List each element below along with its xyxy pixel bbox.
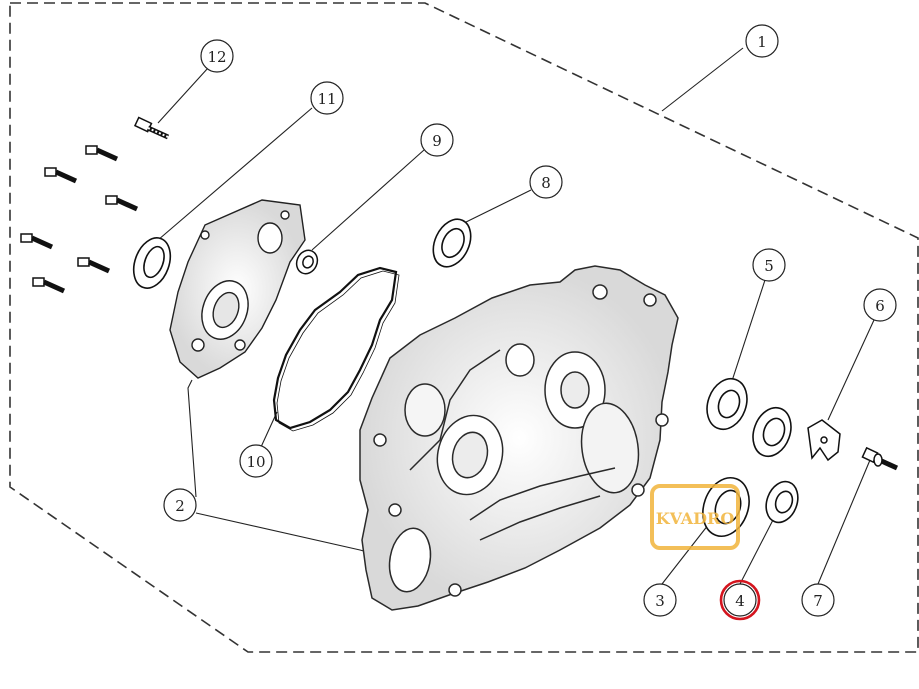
callout-4-highlight [719, 579, 761, 621]
svg-text:11: 11 [317, 90, 336, 108]
gasket-10 [272, 266, 400, 432]
bearing-3 [702, 477, 750, 537]
svg-text:10: 10 [246, 453, 265, 471]
oil-seal-11 [132, 237, 172, 289]
bolt-12 [133, 116, 170, 140]
svg-text:1: 1 [757, 33, 767, 51]
svg-text:4: 4 [735, 592, 745, 610]
side-cover [169, 199, 306, 379]
svg-text:3: 3 [655, 592, 665, 610]
callout-4: 4 [719, 579, 761, 621]
bolt-7 [861, 446, 899, 471]
watermark-text: KVADRO [656, 509, 735, 528]
bracket-6 [807, 419, 841, 462]
callout-11: 11 [310, 81, 344, 115]
assembly-boundary [9, 2, 919, 653]
callout-3: 3 [643, 583, 677, 617]
bearing-4 [765, 480, 799, 524]
svg-text:2: 2 [175, 497, 185, 515]
callout-6: 6 [863, 288, 897, 322]
crankcase-half [359, 265, 679, 611]
bolt-group [20, 145, 139, 294]
oil-seal-8 [432, 218, 472, 268]
callout-10: 10 [239, 444, 273, 478]
svg-text:8: 8 [541, 174, 551, 192]
svg-text:9: 9 [432, 132, 442, 150]
svg-text:12: 12 [207, 48, 226, 66]
oil-seal-9 [295, 249, 319, 275]
callouts: 1 12 11 9 8 5 6 10 2 3 4 7 [163, 24, 897, 621]
bearing-5 [706, 377, 792, 458]
callout-7: 7 [801, 583, 835, 617]
callout-12: 12 [200, 39, 234, 73]
callout-5: 5 [752, 248, 786, 282]
watermark-logo: KVADRO [650, 484, 740, 550]
callout-8: 8 [529, 165, 563, 199]
svg-text:7: 7 [813, 592, 823, 610]
svg-text:5: 5 [764, 257, 774, 275]
svg-text:6: 6 [875, 297, 885, 315]
callout-2: 2 [163, 488, 197, 522]
callout-1: 1 [745, 24, 779, 58]
callout-9: 9 [420, 123, 454, 157]
